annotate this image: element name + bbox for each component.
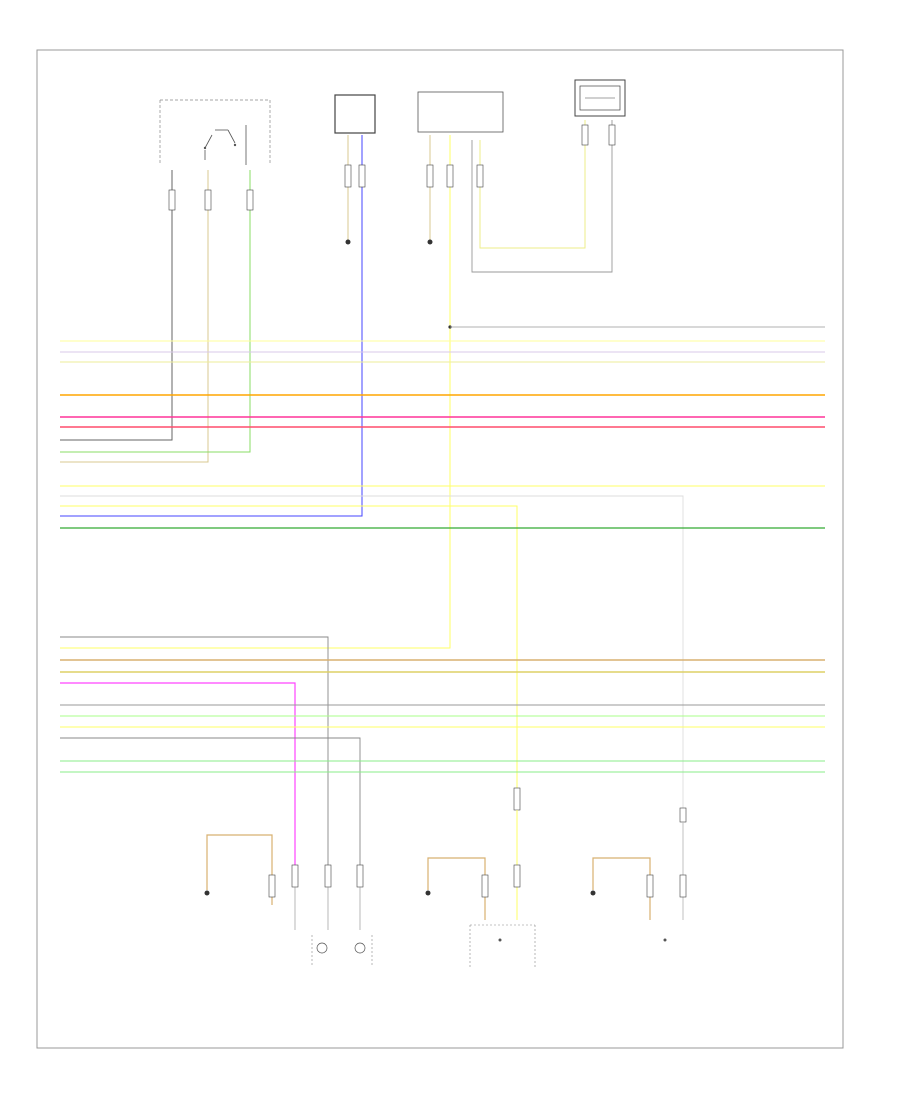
connector bbox=[646, 874, 654, 898]
wire-tan-ground-left bbox=[206, 834, 273, 905]
connector bbox=[204, 189, 212, 211]
connector bbox=[481, 874, 489, 898]
connector bbox=[291, 864, 299, 888]
connector bbox=[358, 164, 366, 188]
connector bbox=[513, 787, 521, 811]
connector bbox=[168, 189, 176, 211]
wire-gray-loop bbox=[471, 120, 613, 273]
diagram-border bbox=[36, 49, 844, 1049]
connector bbox=[513, 864, 521, 888]
connector bbox=[446, 164, 454, 188]
wire-tan-mid bbox=[427, 857, 486, 920]
ground-symbol bbox=[590, 890, 596, 896]
connector bbox=[608, 124, 616, 146]
wire-tan-right bbox=[592, 857, 651, 920]
connector bbox=[324, 864, 332, 888]
connector bbox=[679, 874, 687, 898]
connector bbox=[426, 164, 434, 188]
wire-gray-lower-2 bbox=[60, 737, 361, 865]
wire-magenta bbox=[60, 682, 296, 865]
component-top-right bbox=[574, 79, 626, 117]
wire-gray-switch bbox=[60, 170, 173, 441]
wire-white bbox=[60, 495, 684, 810]
ground-symbol bbox=[425, 890, 431, 896]
wire-blue-module bbox=[60, 135, 363, 517]
connector bbox=[581, 124, 589, 146]
module-box-small bbox=[334, 94, 376, 134]
sensor-component-right bbox=[663, 938, 667, 942]
connector bbox=[344, 164, 352, 188]
wire-yellow-ecm bbox=[60, 135, 451, 649]
ground-symbol bbox=[204, 890, 210, 896]
control-module-top bbox=[417, 91, 504, 133]
ground-symbol bbox=[427, 239, 433, 245]
wire-gray-lower bbox=[60, 636, 329, 865]
connector bbox=[679, 807, 687, 823]
wire-green-switch bbox=[60, 170, 251, 453]
sensor-component-middle bbox=[469, 924, 536, 968]
switch-component bbox=[159, 99, 271, 165]
connector bbox=[476, 164, 484, 188]
wire-yellow-loop bbox=[479, 120, 586, 249]
connector bbox=[268, 874, 276, 898]
ground-symbol bbox=[345, 239, 351, 245]
wire-tan-switch bbox=[60, 170, 209, 463]
wire-yellow-drop bbox=[60, 505, 518, 790]
connector bbox=[356, 864, 364, 888]
lamp-assembly bbox=[294, 887, 373, 965]
connector bbox=[246, 189, 254, 211]
